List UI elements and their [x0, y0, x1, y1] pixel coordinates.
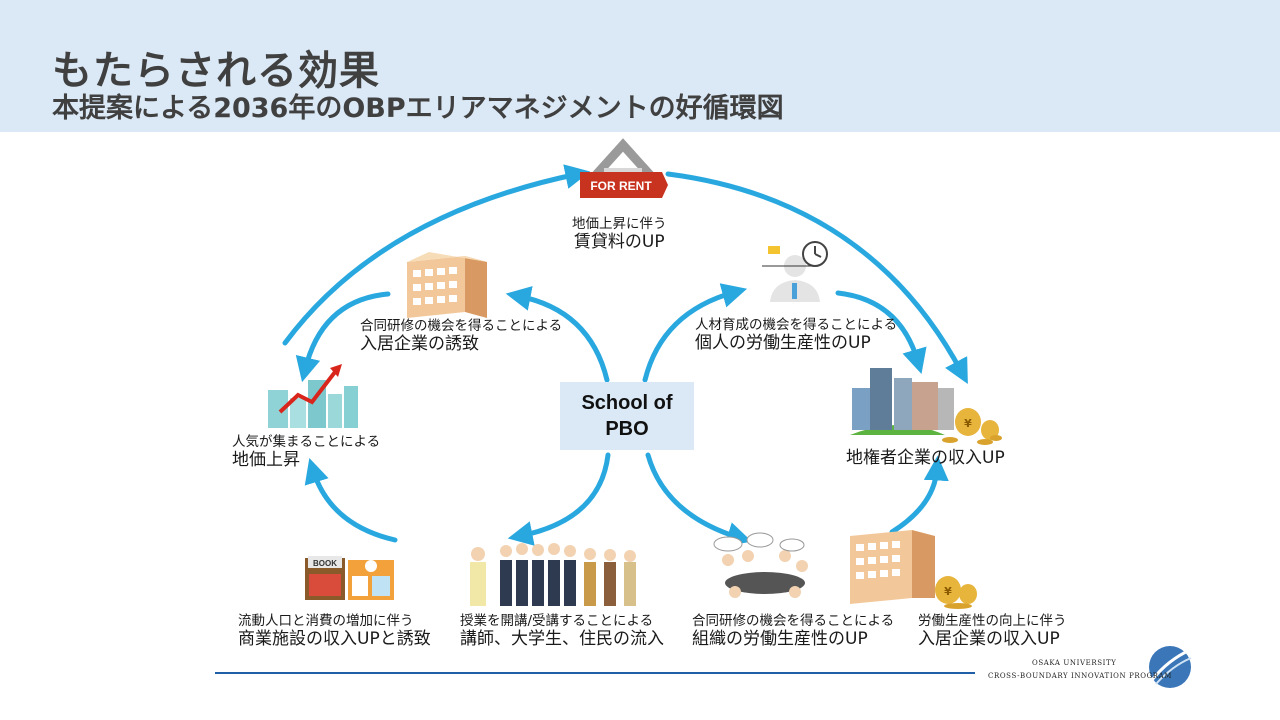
university-logo-icon	[1149, 646, 1192, 688]
rising-city-icon	[268, 364, 358, 428]
uni-line2: CROSS-BOUNDARY INNOVATION PROGRAM	[988, 672, 1173, 681]
university-name: OSAKA UNIVERSITY CROSS-BOUNDARY INNOVATI…	[988, 657, 1172, 684]
node-landprice-small: 人気が集まることによる	[232, 434, 381, 450]
node-landowner-big: 地権者企業の収入UP	[846, 448, 1005, 468]
node-commerce: 流動人口と消費の増加に伴う 商業施設の収入UPと誘致	[238, 613, 431, 650]
people-group-icon	[470, 543, 636, 606]
uni-line1: OSAKA UNIVERSITY	[1032, 659, 1117, 667]
arrow-landprice-to-rent	[282, 164, 591, 346]
arrow-school-to-attract	[505, 286, 610, 383]
arrow-school-to-org	[645, 452, 752, 547]
node-tenant-income-small: 労働生産性の向上に伴う	[918, 613, 1067, 629]
arrow-tenant-to-landowner	[889, 455, 949, 535]
arrow-personal-to-landowner	[835, 290, 927, 375]
skyline-money-icon: ¥	[850, 368, 1002, 445]
node-tenant-income: 労働生産性の向上に伴う 入居企業の収入UP	[918, 613, 1067, 650]
node-people: 授業を開講/受講することによる 講師、大学生、住民の流入	[460, 613, 664, 650]
page-title: もたらされる効果	[52, 48, 380, 94]
node-commerce-small: 流動人口と消費の増加に伴う	[238, 613, 414, 629]
arrow-school-to-personal	[642, 283, 748, 383]
node-org: 合同研修の機会を得ることによる 組織の労働生産性のUP	[692, 613, 894, 650]
svg-text:FOR RENT: FOR RENT	[590, 179, 652, 193]
footer-line	[215, 672, 975, 674]
node-rent-small: 地価上昇に伴う	[572, 216, 667, 232]
node-personal-small: 人材育成の機会を得ることによる	[695, 317, 898, 333]
school-of-pbo-box: School of PBO	[560, 382, 694, 450]
svg-text:¥: ¥	[964, 417, 972, 430]
svg-text:BOOK: BOOK	[313, 559, 337, 568]
node-attract-big: 入居企業の誘致	[360, 334, 479, 355]
node-landowner: 地権者企業の収入UP	[846, 448, 1005, 468]
arrow-rent-to-landowner	[665, 171, 968, 385]
node-people-small: 授業を開講/受講することによる	[460, 613, 654, 629]
node-people-big: 講師、大学生、住民の流入	[460, 629, 664, 650]
header-band	[0, 0, 1280, 132]
thinking-person-icon	[762, 241, 828, 302]
node-org-small: 合同研修の機会を得ることによる	[692, 613, 895, 629]
node-attract-small: 合同研修の機会を得ることによる	[360, 318, 563, 334]
center-line2: PBO	[605, 418, 649, 440]
node-landprice: 人気が集まることによる 地価上昇	[232, 434, 380, 471]
arrow-commerce-to-landprice	[304, 458, 398, 543]
node-landprice-big: 地価上昇	[232, 450, 300, 471]
node-commerce-big: 商業施設の収入UPと誘致	[238, 629, 431, 650]
node-personal: 人材育成の機会を得ることによる 個人の労働生産性のUP	[695, 317, 897, 354]
shops-icon: BOOK	[305, 556, 394, 600]
for-rent-house-icon: FOR RENT	[580, 138, 668, 198]
arrow-school-to-people	[507, 452, 611, 546]
center-line1: School of	[581, 392, 673, 414]
svg-text:¥: ¥	[944, 585, 952, 598]
page-subtitle: 本提案による2036年のOBPエリアマネジメントの好循環図	[52, 93, 784, 124]
node-tenant-income-big: 入居企業の収入UP	[918, 629, 1060, 650]
office-building-icon	[407, 252, 487, 318]
arrow-attract-to-landprice	[295, 291, 391, 383]
node-org-big: 組織の労働生産性のUP	[692, 629, 868, 650]
node-attract: 合同研修の機会を得ることによる 入居企業の誘致	[360, 318, 562, 355]
tenant-building-icon: ¥	[850, 530, 977, 609]
meeting-icon	[713, 532, 808, 598]
node-rent: 地価上昇に伴う 賃貸料のUP	[572, 216, 667, 253]
node-personal-big: 個人の労働生産性のUP	[695, 333, 871, 354]
node-rent-big: 賃貸料のUP	[573, 232, 665, 253]
